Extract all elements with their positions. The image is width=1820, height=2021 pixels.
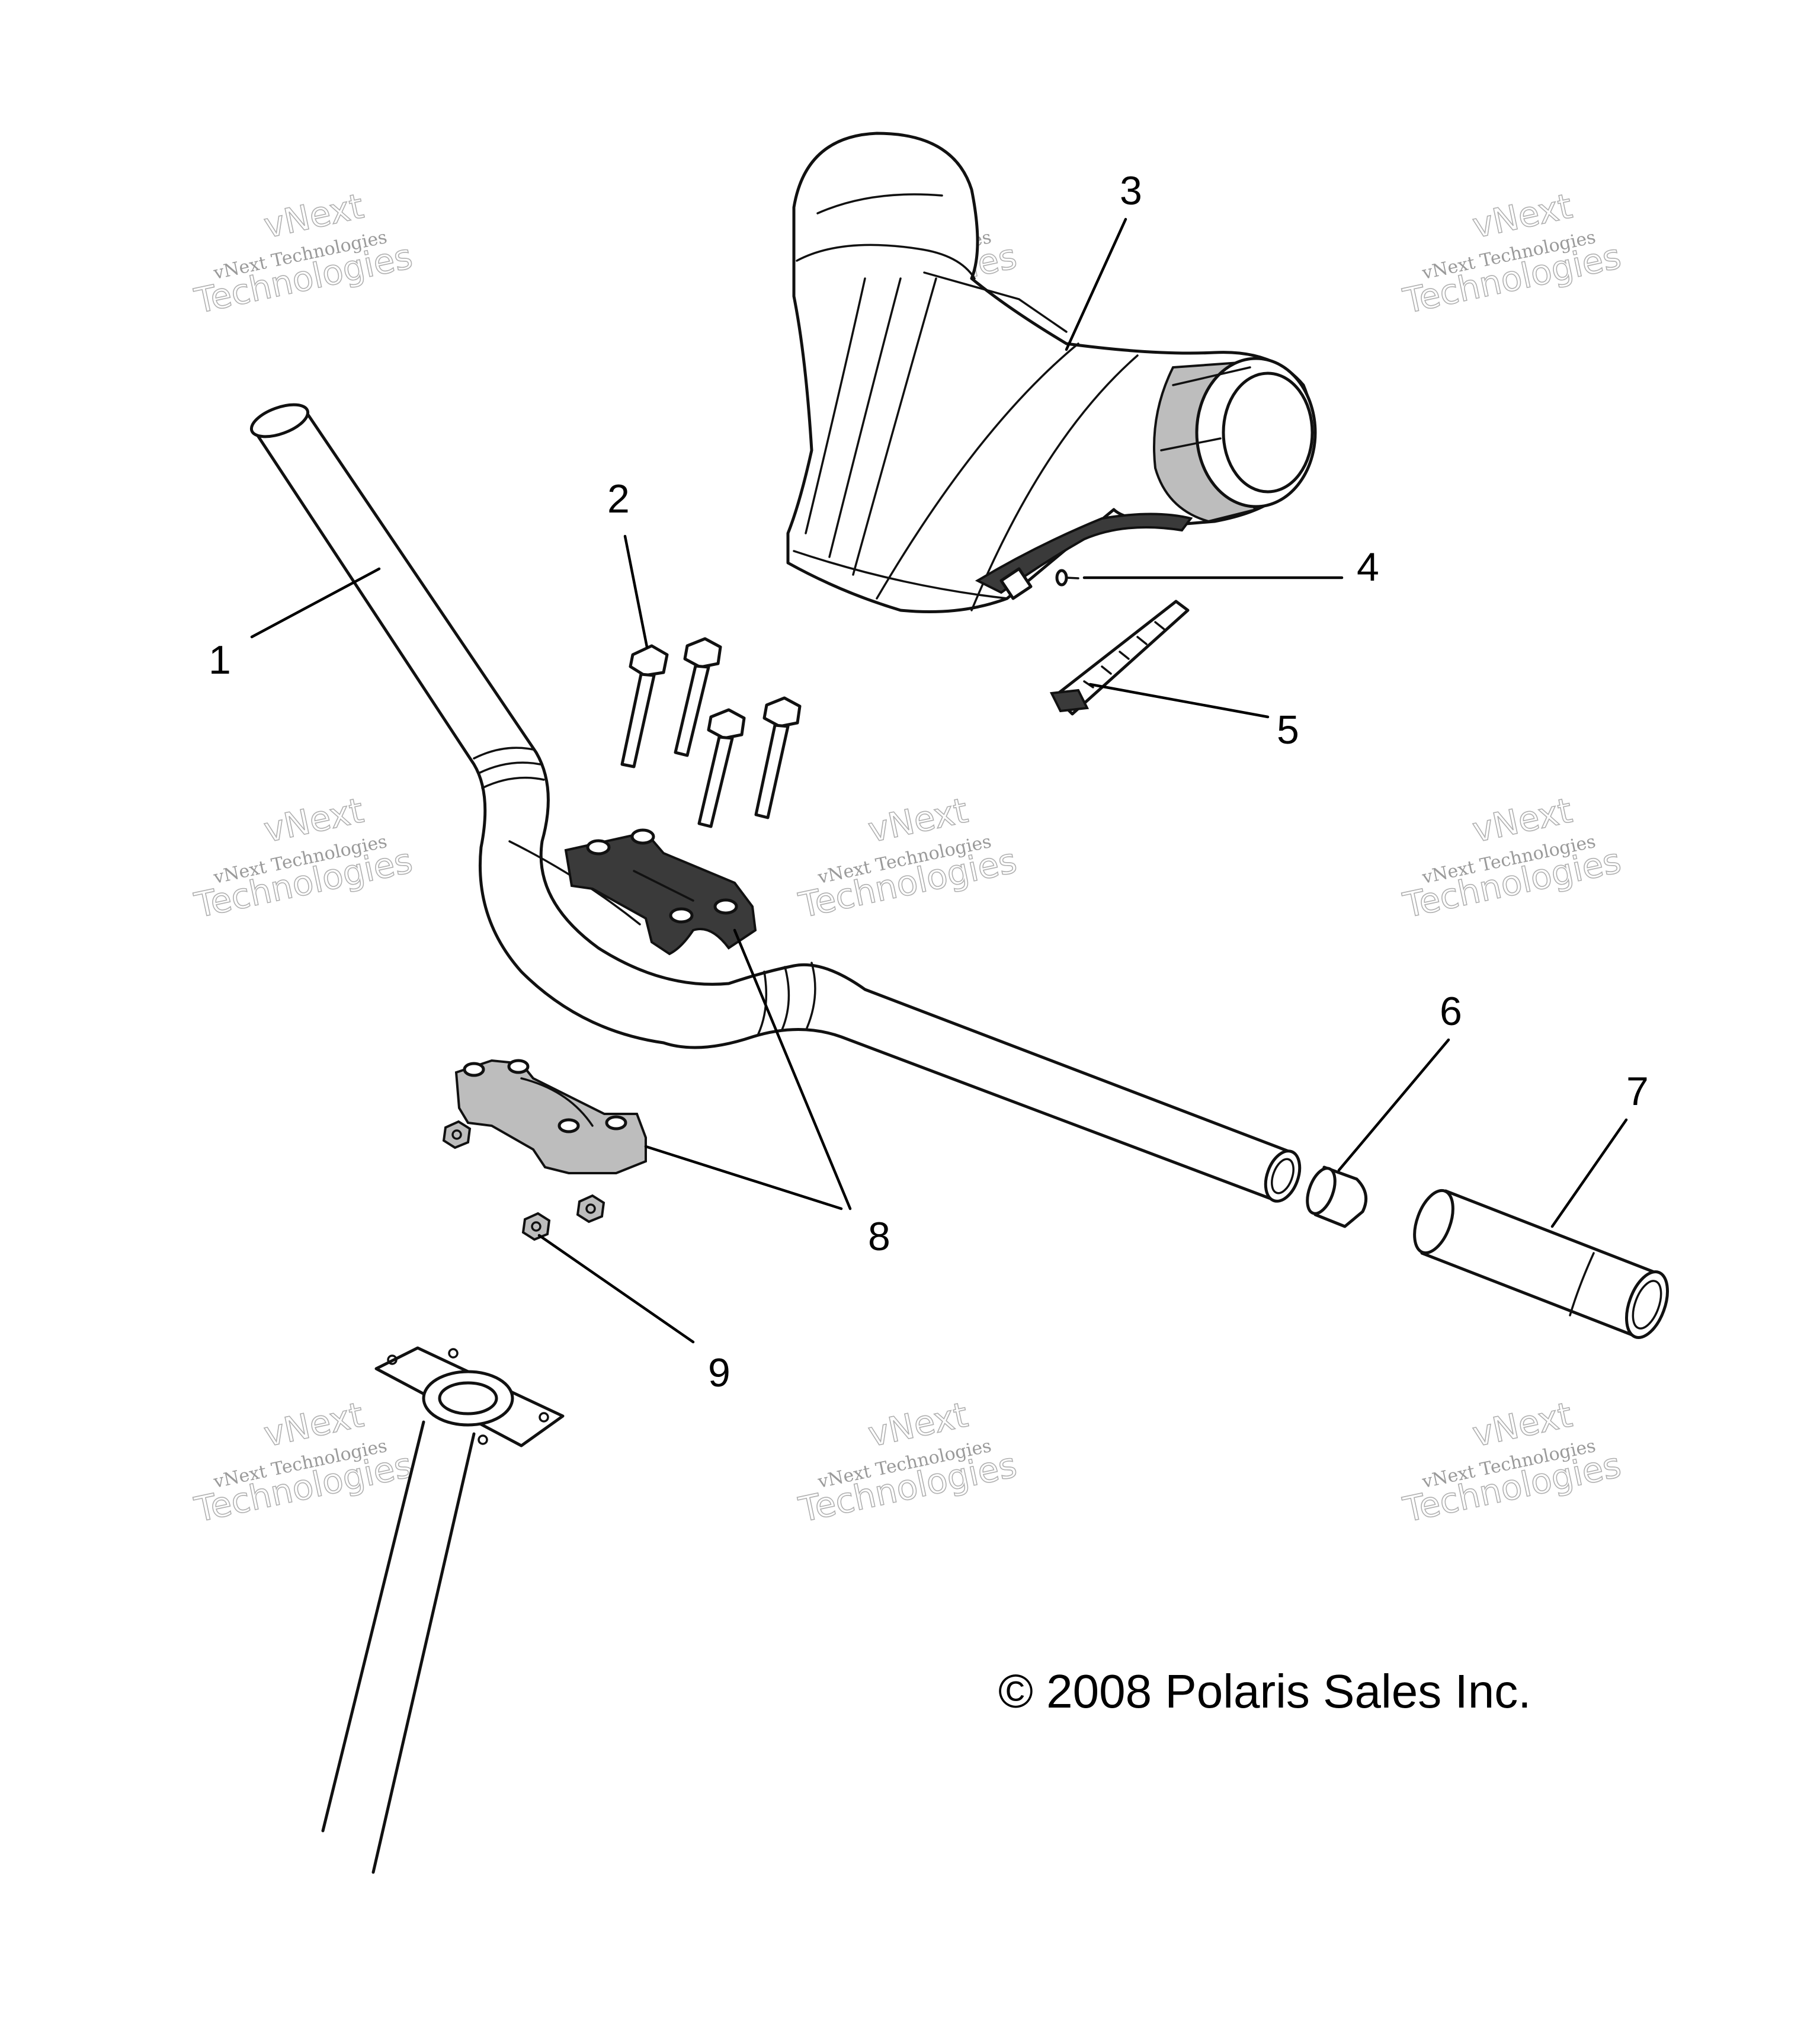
upper-clamp (564, 828, 757, 956)
leader-line-5 (1088, 683, 1270, 719)
leader-line-1 (250, 567, 381, 639)
grip (1413, 1189, 1669, 1339)
bolt (674, 637, 722, 757)
bolt (697, 708, 746, 828)
leader-line-2 (623, 534, 649, 649)
copyright-notice: © 2008 Polaris Sales Inc. (998, 1665, 1531, 1718)
watermark: vNext vNext Technologies Technologies (1399, 185, 1625, 322)
callout-7: 7 (1626, 1069, 1649, 1114)
lower-clamp (454, 1059, 647, 1174)
callout-9: 9 (708, 1350, 730, 1395)
handlebar (249, 403, 1302, 1203)
callout-3: 3 (1120, 168, 1142, 213)
callout-8: 8 (868, 1214, 890, 1259)
leader-line-7 (1550, 1118, 1628, 1228)
watermark: vNext vNext Technologies Technologies (795, 790, 1021, 926)
leader-line-3 (1065, 217, 1127, 351)
watermark: vNext vNext Technologies Technologies (191, 1394, 416, 1530)
leader-line-8a (733, 928, 852, 1210)
bolts (620, 637, 802, 828)
nuts (442, 1120, 605, 1241)
leader-line-9 (537, 1234, 695, 1344)
watermark: vNext vNext Technologies Technologies (1399, 790, 1625, 926)
steering-post (321, 1346, 565, 1874)
bolt (754, 696, 802, 819)
callout-6: 6 (1440, 989, 1462, 1034)
leader-lines (250, 217, 1628, 1344)
leader-line-8b (644, 1145, 843, 1210)
handlebar-cover (786, 132, 1317, 613)
callout-5: 5 (1277, 707, 1299, 752)
watermark: vNext vNext Technologies Technologies (191, 185, 416, 322)
end-plug (1306, 1165, 1368, 1228)
screw (1055, 569, 1079, 587)
cable-tie (1049, 600, 1190, 716)
watermark: vNext vNext Technologies Technologies (191, 790, 416, 926)
callout-4: 4 (1357, 545, 1379, 590)
callout-2: 2 (607, 476, 630, 521)
callout-1: 1 (209, 638, 231, 683)
watermark: vNext vNext Technologies Technologies (1399, 1394, 1625, 1530)
leader-line-6 (1337, 1038, 1450, 1172)
watermark: vNext vNext Technologies Technologies (795, 1394, 1021, 1530)
callouts: 1 2 3 4 5 6 7 8 9 (209, 168, 1649, 1395)
bolt (620, 644, 669, 768)
